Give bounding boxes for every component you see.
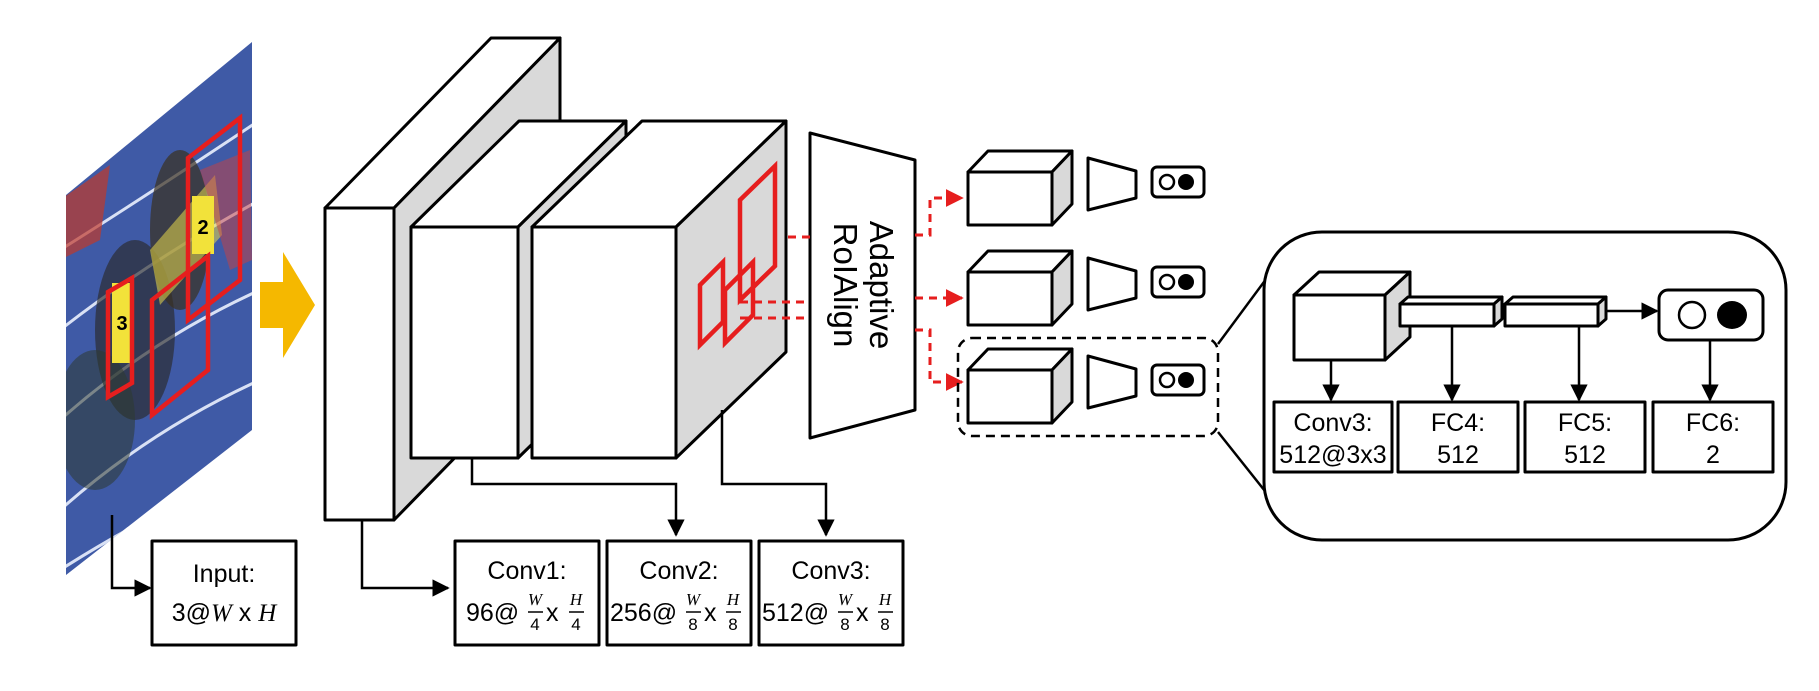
svg-text:8: 8	[880, 615, 889, 634]
conv1-label: Conv1: 96@ W 4 x H 4	[453, 539, 601, 647]
svg-text:512@3x3: 512@3x3	[1279, 441, 1386, 469]
conv3-block	[530, 119, 788, 460]
input-image: 3 2	[66, 42, 252, 575]
input-label: Input: 3@W x H	[150, 539, 298, 647]
svg-text:8: 8	[728, 615, 737, 634]
svg-text:4: 4	[571, 615, 580, 634]
svg-text:RoIAlign: RoIAlign	[827, 223, 864, 348]
svg-text:Conv3:: Conv3:	[1293, 409, 1372, 437]
detail-conv3-label: Conv3: 512@3x3	[1272, 400, 1394, 474]
svg-text:FC4:: FC4:	[1431, 409, 1485, 437]
svg-text:H: H	[726, 590, 741, 609]
branch-head-3	[956, 336, 1220, 438]
svg-text:H: H	[878, 590, 893, 609]
svg-text:3@W x H: 3@W x H	[172, 599, 279, 627]
roi-dashed-connections	[740, 189, 964, 391]
svg-text:W: W	[686, 590, 702, 609]
conv3-label: Conv3: 512@ W 8 x H 8	[757, 539, 905, 647]
svg-text:512@: 512@	[762, 599, 829, 627]
detail-panel	[1262, 230, 1788, 542]
adaptive-roialign-label: Adaptive RoIAlign	[827, 221, 900, 349]
conv2-label-arrow	[470, 458, 685, 537]
detail-fc5-label: FC5: 512	[1523, 400, 1647, 474]
svg-text:8: 8	[840, 615, 849, 634]
svg-text:Conv2:: Conv2:	[639, 557, 718, 585]
svg-text:96@: 96@	[466, 599, 519, 627]
svg-text:512: 512	[1564, 441, 1606, 469]
svg-text:W: W	[838, 590, 854, 609]
svg-text:256@: 256@	[610, 599, 677, 627]
branch-head-2	[966, 249, 1206, 327]
feature-roi-boxes	[697, 160, 778, 351]
svg-text:Input:: Input:	[193, 560, 256, 588]
svg-text:8: 8	[688, 615, 697, 634]
conv3-label-arrow	[720, 410, 835, 537]
svg-text:x: x	[856, 599, 869, 627]
svg-text:x: x	[704, 599, 717, 627]
adaptive-roialign-block	[808, 131, 917, 440]
branch-head-1	[966, 149, 1206, 227]
input-roi-boxes	[105, 113, 243, 420]
svg-text:Conv1:: Conv1:	[487, 557, 566, 585]
svg-text:4: 4	[530, 615, 539, 634]
svg-text:H: H	[569, 590, 584, 609]
conv2-label: Conv2: 256@ W 8 x H 8	[605, 539, 753, 647]
bib-number-2: 2	[197, 217, 208, 239]
input-label-arrow	[110, 515, 152, 597]
bib-number-3: 3	[116, 313, 127, 335]
feed-arrow	[260, 252, 315, 358]
svg-text:x: x	[546, 599, 559, 627]
svg-text:2: 2	[1706, 441, 1720, 469]
svg-text:Adaptive: Adaptive	[863, 221, 900, 349]
svg-text:FC5:: FC5:	[1558, 409, 1612, 437]
conv1-label-arrow	[360, 520, 450, 597]
svg-text:Conv3:: Conv3:	[791, 557, 870, 585]
detail-fc6-label: FC6: 2	[1651, 400, 1775, 474]
svg-text:W: W	[528, 590, 544, 609]
svg-text:512: 512	[1437, 441, 1479, 469]
svg-text:FC6:: FC6:	[1686, 409, 1740, 437]
detail-fc4-label: FC4: 512	[1396, 400, 1520, 474]
